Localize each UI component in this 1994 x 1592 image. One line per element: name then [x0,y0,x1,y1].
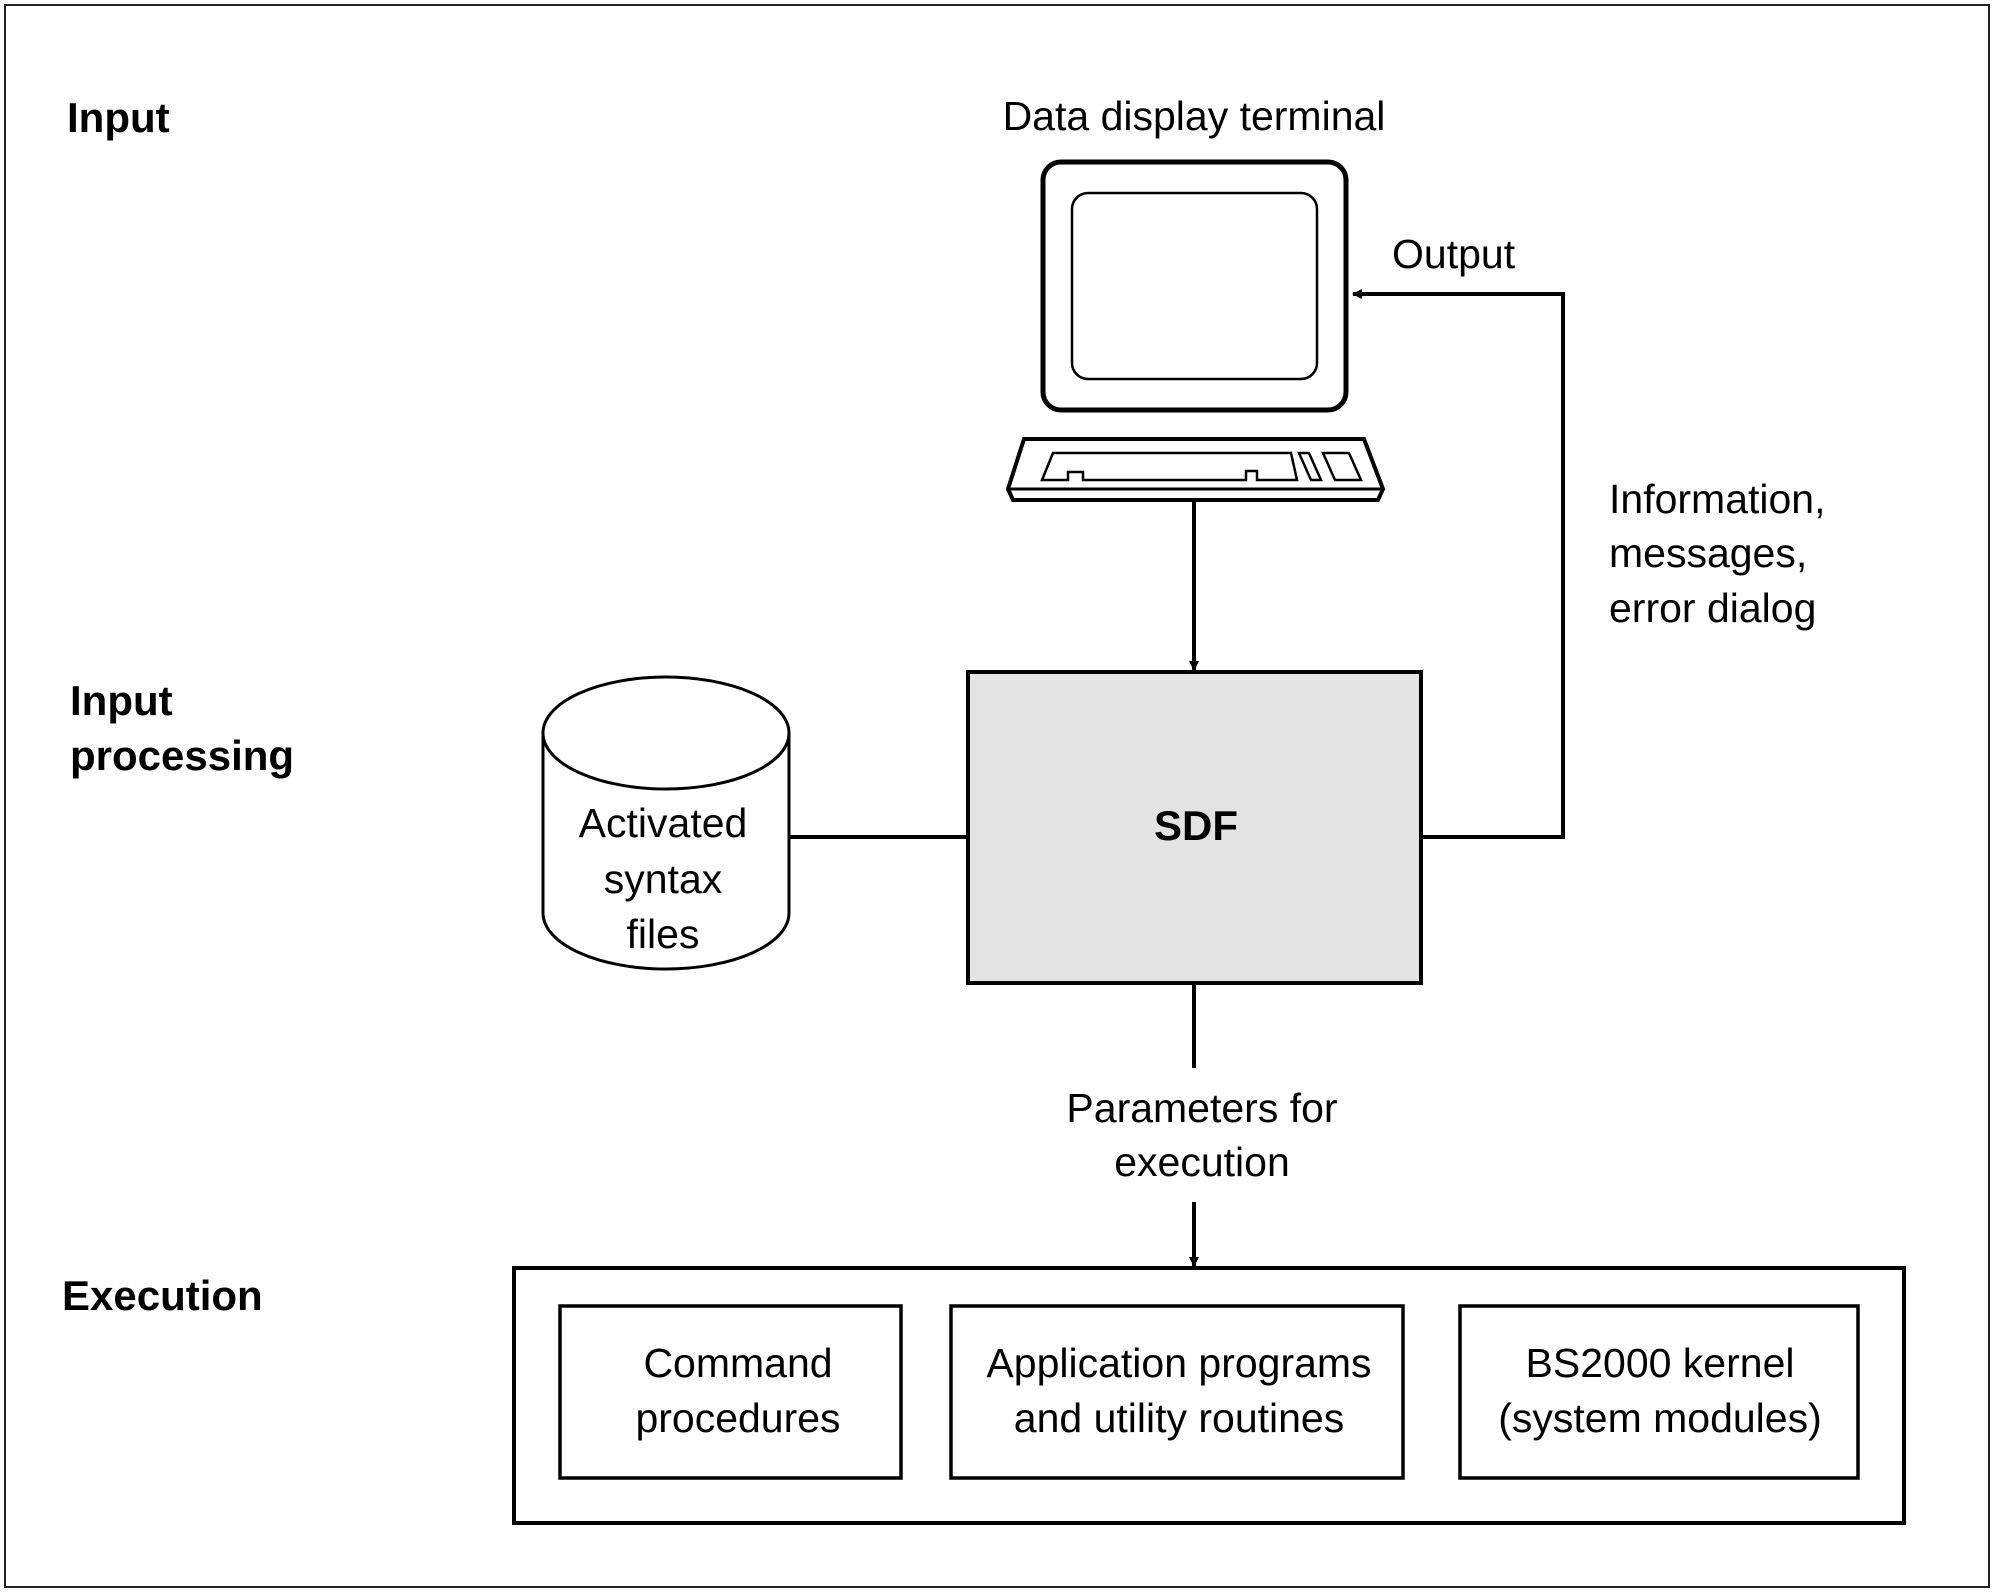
diagram-frame [4,4,1990,1588]
terminal-label: Data display terminal [1003,93,1386,139]
syntax-files-label-3: files [627,911,700,957]
execution-box-1-line-2: procedures [635,1395,840,1441]
sdf-label: SDF [1154,802,1238,849]
syntax-files-label-2: syntax [604,856,723,902]
output-arrow [1352,289,1565,839]
keyboard-icon [1005,437,1386,502]
execution-box-command-procedures [558,1304,903,1480]
output-description-3: error dialog [1609,585,1816,631]
sdf-box [966,670,1423,985]
syntax-files-database-icon [541,675,791,971]
parameters-label-1: Parameters for [1066,1085,1337,1131]
section-label-input: Input [67,94,170,141]
output-label: Output [1392,231,1516,277]
output-description-2: messages, [1609,530,1807,576]
execution-box-2-line-1: Application programs [986,1340,1371,1386]
execution-box-1-line-1: Command [643,1340,832,1386]
execution-box-3-line-2: (system modules) [1498,1395,1822,1441]
section-label-input-processing-1: Input [70,677,173,724]
parameters-label-2: execution [1114,1139,1290,1185]
syntax-files-label-1: Activated [579,800,748,846]
execution-box-3-line-1: BS2000 kernel [1526,1340,1795,1386]
execution-box-2-line-2: and utility routines [1014,1395,1344,1441]
section-label-input-processing-2: processing [70,732,294,779]
execution-box-bs2000-kernel [1458,1304,1860,1480]
terminal-monitor-icon [1040,159,1349,413]
section-label-execution: Execution [62,1272,263,1319]
execution-box-application-programs [949,1304,1405,1480]
output-description-1: Information, [1609,476,1826,522]
